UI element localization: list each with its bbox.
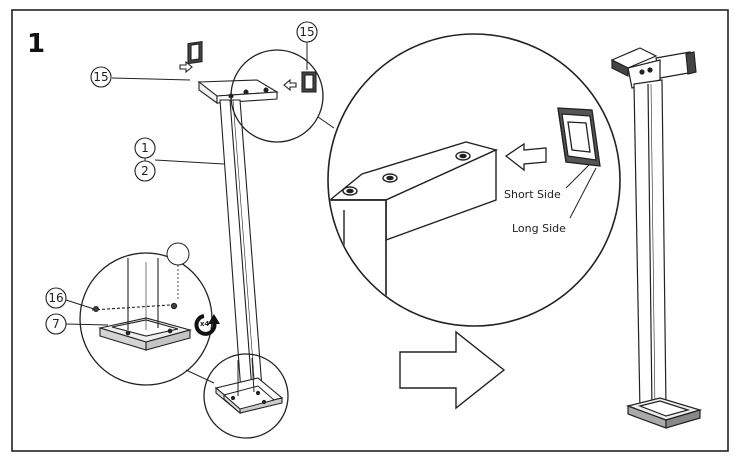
detail-circle-base <box>203 353 289 439</box>
base-detail-small <box>222 357 276 415</box>
end-cap-left <box>179 40 203 74</box>
short-side-label: Short Side <box>504 188 561 201</box>
right-arrow-icon <box>399 330 506 410</box>
callout-16 <box>45 287 67 309</box>
callout-15-left <box>90 66 112 88</box>
insert-arrow-icon <box>504 142 547 172</box>
callout-15-right-text: 15 <box>299 25 314 39</box>
callout-2-text: 2 <box>141 164 149 178</box>
rotate-clockwise-icon <box>194 314 220 336</box>
callout-7-text: 7 <box>52 317 60 331</box>
step-number: 1 <box>27 29 45 59</box>
left-post-assembly <box>197 79 284 415</box>
callout-15-left-text: 15 <box>93 70 108 84</box>
callout-15-right <box>296 21 318 43</box>
count-mark: x4 <box>200 320 210 328</box>
end-cap-zoom <box>557 107 601 167</box>
callout-1-text: 1 <box>141 141 149 155</box>
assembled-post <box>610 47 703 429</box>
long-side-label: Long Side <box>512 222 566 235</box>
callout-16-text: 16 <box>48 291 63 305</box>
end-cap-right <box>283 71 317 93</box>
detail-circle-top <box>230 49 324 143</box>
base-detail-large <box>91 258 193 351</box>
hand-marker-circle <box>166 242 190 266</box>
figure-border <box>11 9 729 452</box>
zoom-detail <box>327 33 621 327</box>
